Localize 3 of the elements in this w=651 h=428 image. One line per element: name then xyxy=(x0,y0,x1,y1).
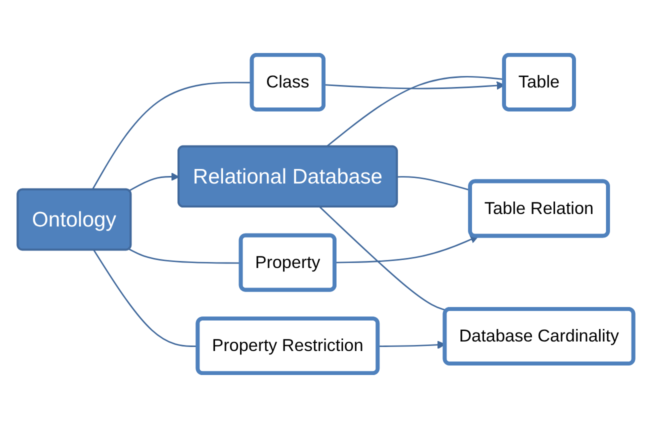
arrow xyxy=(335,235,479,264)
arrow xyxy=(128,172,180,192)
connector xyxy=(319,206,448,312)
